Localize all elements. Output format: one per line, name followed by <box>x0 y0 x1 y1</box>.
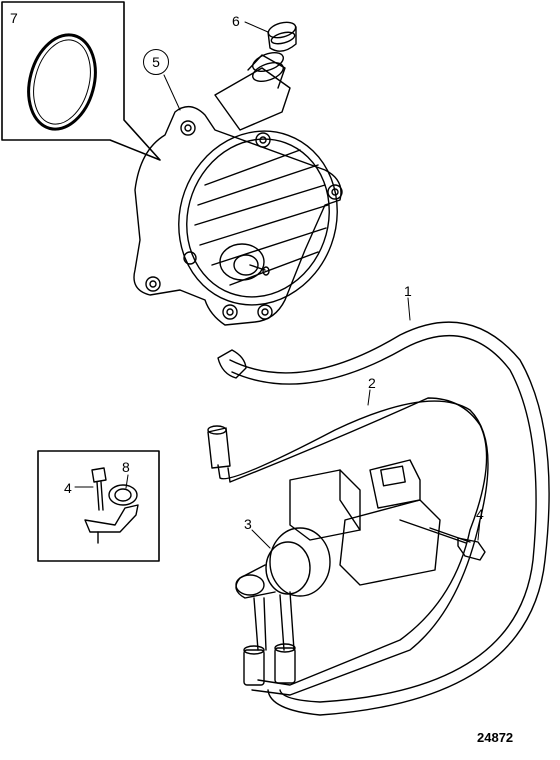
o-ring-part <box>27 33 97 131</box>
clamp-inset-box <box>37 450 160 562</box>
solenoid-valve-part <box>235 459 441 686</box>
callout-2: 2 <box>368 375 376 391</box>
callout-1: 1 <box>404 283 412 299</box>
callout-8: 8 <box>122 459 130 475</box>
inset-oring-box <box>1 1 161 161</box>
leader-lines <box>74 21 481 549</box>
callout-5: 5 <box>143 49 169 75</box>
callout-6: 6 <box>232 13 240 29</box>
callout-4-left: 4 <box>64 480 72 496</box>
vacuum-pump-part <box>133 52 343 326</box>
cap-part <box>267 21 297 52</box>
figure-number: 24872 <box>477 730 514 745</box>
bolt-part <box>399 519 486 561</box>
callout-4-right: 4 <box>476 506 484 522</box>
callout-7: 7 <box>10 10 18 26</box>
hose-1-part <box>217 321 550 716</box>
callout-3: 3 <box>244 516 252 532</box>
hose-2-part <box>207 397 489 696</box>
